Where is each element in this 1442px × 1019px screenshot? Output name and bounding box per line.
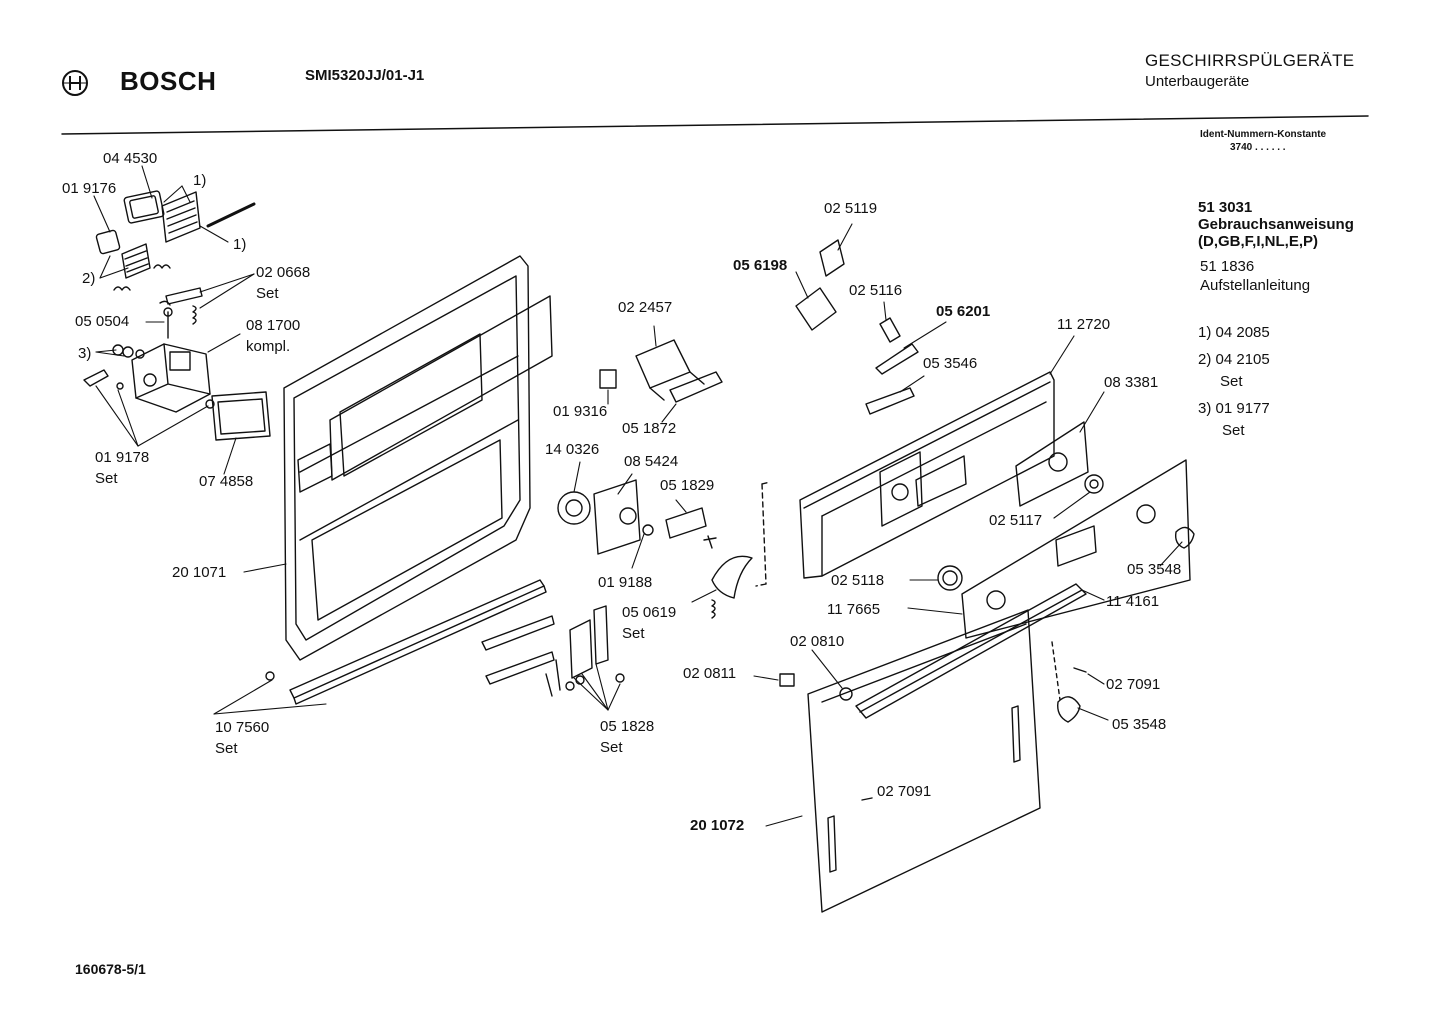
- label-044530: 04 4530: [103, 150, 158, 167]
- label-027091-door: 02 7091: [877, 783, 932, 800]
- doc2-title: Aufstellanleitung: [1200, 277, 1311, 294]
- label-051829: 05 1829: [660, 477, 715, 494]
- label-053546: 05 3546: [923, 355, 978, 372]
- ident-value: 3740 . . . . . .: [1230, 142, 1286, 153]
- label-025119: 02 5119: [824, 200, 878, 217]
- label-107560: 10 7560: [215, 719, 270, 736]
- header-divider: [61, 115, 1369, 135]
- doc2-number: 51 1836: [1200, 258, 1255, 275]
- label-053548-bottom: 05 3548: [1112, 716, 1167, 733]
- label-201071: 20 1071: [172, 564, 227, 581]
- outer-door-201072: [779, 609, 1087, 913]
- label-081700-kompl: kompl.: [246, 338, 291, 355]
- label-note3: 3): [78, 345, 92, 362]
- note-2: 2) 04 2105: [1198, 351, 1270, 368]
- label-107560-set: Set: [215, 740, 238, 757]
- handle-bar-114161: [855, 583, 1087, 719]
- label-019178-set: Set: [95, 470, 118, 487]
- label-020668-set: Set: [256, 285, 279, 302]
- model-number: SMI5320JJ/01-J1: [305, 67, 425, 84]
- drawing-code: 160678-5/1: [75, 961, 146, 977]
- label-050619-set: Set: [622, 625, 645, 642]
- note-2-set: Set: [1220, 373, 1243, 390]
- seal-074858: [211, 391, 271, 441]
- doc1-number: 51 3031: [1198, 199, 1253, 216]
- label-051872: 05 1872: [622, 420, 677, 437]
- label-074858: 07 4858: [199, 473, 254, 490]
- doc1-title: Gebrauchsanweisung: [1198, 216, 1354, 233]
- label-114161: 11 4161: [1106, 593, 1160, 610]
- ident-title: Ident-Nummern-Konstante: [1200, 129, 1327, 140]
- category-title: GESCHIRRSPÜLGERÄTE: [1145, 51, 1355, 70]
- bosch-logo-icon: [60, 68, 90, 98]
- brand-name: BOSCH: [120, 66, 217, 96]
- label-019176: 01 9176: [62, 180, 117, 197]
- label-140326: 14 0326: [545, 441, 600, 458]
- subcategory-title: Unterbaugeräte: [1145, 73, 1250, 90]
- label-051828: 05 1828: [600, 718, 655, 735]
- label-note1-top: 1): [193, 172, 207, 189]
- label-056201: 05 6201: [936, 303, 991, 320]
- insulation-083381: [1015, 421, 1089, 507]
- label-020811: 02 0811: [683, 665, 737, 682]
- label-117665: 11 7665: [827, 601, 881, 618]
- label-050619: 05 0619: [622, 604, 677, 621]
- label-022457: 02 2457: [618, 299, 673, 316]
- label-019178: 01 9178: [95, 449, 150, 466]
- label-019316: 01 9316: [553, 403, 608, 420]
- label-201072: 20 1072: [690, 817, 745, 834]
- label-note1-bar: 1): [233, 236, 247, 253]
- label-050504: 05 0504: [75, 313, 130, 330]
- label-019188: 01 9188: [598, 574, 653, 591]
- control-panel-112720: [755, 371, 1055, 587]
- center-parts: [481, 339, 753, 697]
- label-051828-set: Set: [600, 739, 623, 756]
- programmer-unit-081700: [131, 343, 215, 413]
- label-056198: 05 6198: [733, 257, 788, 274]
- note-3-set: Set: [1222, 422, 1245, 439]
- leader-lines: [93, 165, 1183, 827]
- label-081700: 08 1700: [246, 317, 301, 334]
- fascia-117665: [937, 459, 1195, 639]
- label-027091-right: 02 7091: [1106, 676, 1161, 693]
- upper-right-parts: [795, 239, 919, 415]
- label-025118: 02 5118: [831, 572, 885, 589]
- label-025116: 02 5116: [849, 282, 903, 299]
- inner-door-201071: [283, 255, 553, 661]
- label-020668: 02 0668: [256, 264, 311, 281]
- note-1: 1) 04 2085: [1198, 324, 1270, 341]
- label-085424: 08 5424: [624, 453, 679, 470]
- label-112720: 11 2720: [1057, 316, 1111, 333]
- label-053548-top: 05 3548: [1127, 561, 1182, 578]
- label-note2: 2): [82, 270, 96, 287]
- note-3: 3) 01 9177: [1198, 400, 1270, 417]
- bottom-rail-107560: [265, 579, 547, 705]
- label-020810: 02 0810: [790, 633, 845, 650]
- doc1-languages: (D,GB,F,I,NL,E,P): [1198, 233, 1318, 250]
- label-025117: 02 5117: [989, 512, 1043, 529]
- label-083381: 08 3381: [1104, 374, 1159, 391]
